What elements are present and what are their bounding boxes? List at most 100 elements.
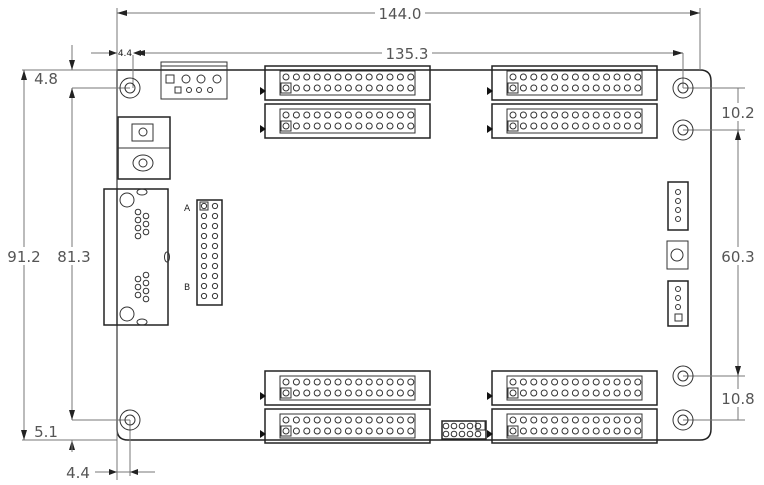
header-pin (200, 222, 208, 230)
pin1-marker (487, 87, 493, 95)
idc-pin (407, 378, 415, 386)
dim-text-4-4-bottom: 4.4 (66, 464, 90, 482)
idc-pin (292, 389, 300, 397)
idc-pin (407, 389, 415, 397)
idc-pin (303, 111, 311, 119)
idc-pin (634, 378, 642, 386)
idc-pin (613, 389, 621, 397)
idc-pin (396, 122, 404, 130)
pin-header-ab: A B (184, 199, 223, 306)
idc-pin (355, 389, 363, 397)
idc-pin (324, 427, 332, 435)
header-pin (200, 252, 208, 260)
idc-pin (582, 427, 590, 435)
header-pin (466, 430, 474, 438)
idc-pin (355, 122, 363, 130)
idc-pin (334, 378, 342, 386)
idc-shroud (264, 103, 431, 139)
idc-pin (530, 416, 538, 424)
idc-pin (540, 73, 548, 81)
dimension-right-side: 10.2 60.3 10.8 (683, 87, 760, 421)
hole-inner-ring (677, 414, 689, 426)
idc-pin (324, 111, 332, 119)
idc-pin-frame (279, 70, 416, 96)
idc-pin (634, 84, 642, 92)
header-pin (211, 242, 219, 250)
idc-pin (592, 378, 600, 386)
idc-pin (623, 111, 631, 119)
idc-pin (396, 416, 404, 424)
idc-pin (407, 111, 415, 119)
idc-pin (613, 378, 621, 386)
idc-pin (519, 84, 527, 92)
idc-connector (260, 408, 431, 444)
idc-pin (376, 111, 384, 119)
pin1-square (507, 82, 519, 94)
header-pin (200, 272, 208, 280)
idc-pin (551, 427, 559, 435)
idc-pin (551, 84, 559, 92)
idc-pin (303, 73, 311, 81)
idc-pin (634, 73, 642, 81)
idc-pin (571, 389, 579, 397)
idc-pin (540, 427, 548, 435)
idc-pin (344, 416, 352, 424)
pin1-square (280, 387, 292, 399)
idc-pin (571, 111, 579, 119)
idc-pin (623, 416, 631, 424)
idc-pin (365, 73, 373, 81)
idc-shroud (264, 408, 431, 444)
idc-connector (487, 408, 658, 444)
idc-connector (260, 370, 431, 406)
idc-pin (282, 389, 290, 397)
idc-connector (487, 370, 658, 406)
idc-connector (487, 103, 658, 139)
db9-pin (134, 275, 142, 283)
idc-pin (509, 122, 517, 130)
pin1-marker (260, 392, 266, 400)
idc-pin (561, 427, 569, 435)
mounting-hole (672, 365, 694, 387)
header-pin (211, 222, 219, 230)
idc-pin (386, 122, 394, 130)
idc-pin (334, 389, 342, 397)
idc-pin (530, 389, 538, 397)
idc-pin (376, 378, 384, 386)
header-pin (466, 422, 474, 430)
idc-pin (334, 84, 342, 92)
idc-pin (551, 389, 559, 397)
pin1-square (199, 201, 209, 211)
idc-pin-frame (279, 108, 416, 134)
idc-pin (396, 427, 404, 435)
idc-pin (509, 73, 517, 81)
idc-pin (386, 73, 394, 81)
idc-pin (376, 416, 384, 424)
header-label-a: A (184, 204, 191, 214)
idc-pin (530, 84, 538, 92)
idc-pin (396, 73, 404, 81)
header-pin (211, 212, 219, 220)
dim-text-4-4-top: 4.4 (118, 49, 133, 59)
small-10pin-header (441, 420, 487, 440)
idc-pin (355, 73, 363, 81)
idc-pin (561, 122, 569, 130)
dimension-hole-spacing-height: 81.3 4.8 5.1 (34, 45, 130, 452)
idc-pin (365, 378, 373, 386)
header-pin (450, 430, 458, 438)
idc-pin (313, 427, 321, 435)
idc-pin (407, 84, 415, 92)
idc-pin (386, 416, 394, 424)
idc-pin (509, 389, 517, 397)
idc-pin (592, 73, 600, 81)
idc-pin (603, 427, 611, 435)
dim-text-10-8: 10.8 (721, 390, 754, 408)
dim-text-91: 91.2 (7, 248, 40, 266)
idc-pin (592, 427, 600, 435)
pin1-marker (260, 87, 266, 95)
hole-inner-ring (677, 370, 689, 382)
terminal-block (160, 61, 228, 100)
idc-pin (571, 378, 579, 386)
idc-pin (376, 84, 384, 92)
hole-inner-ring (677, 82, 689, 94)
